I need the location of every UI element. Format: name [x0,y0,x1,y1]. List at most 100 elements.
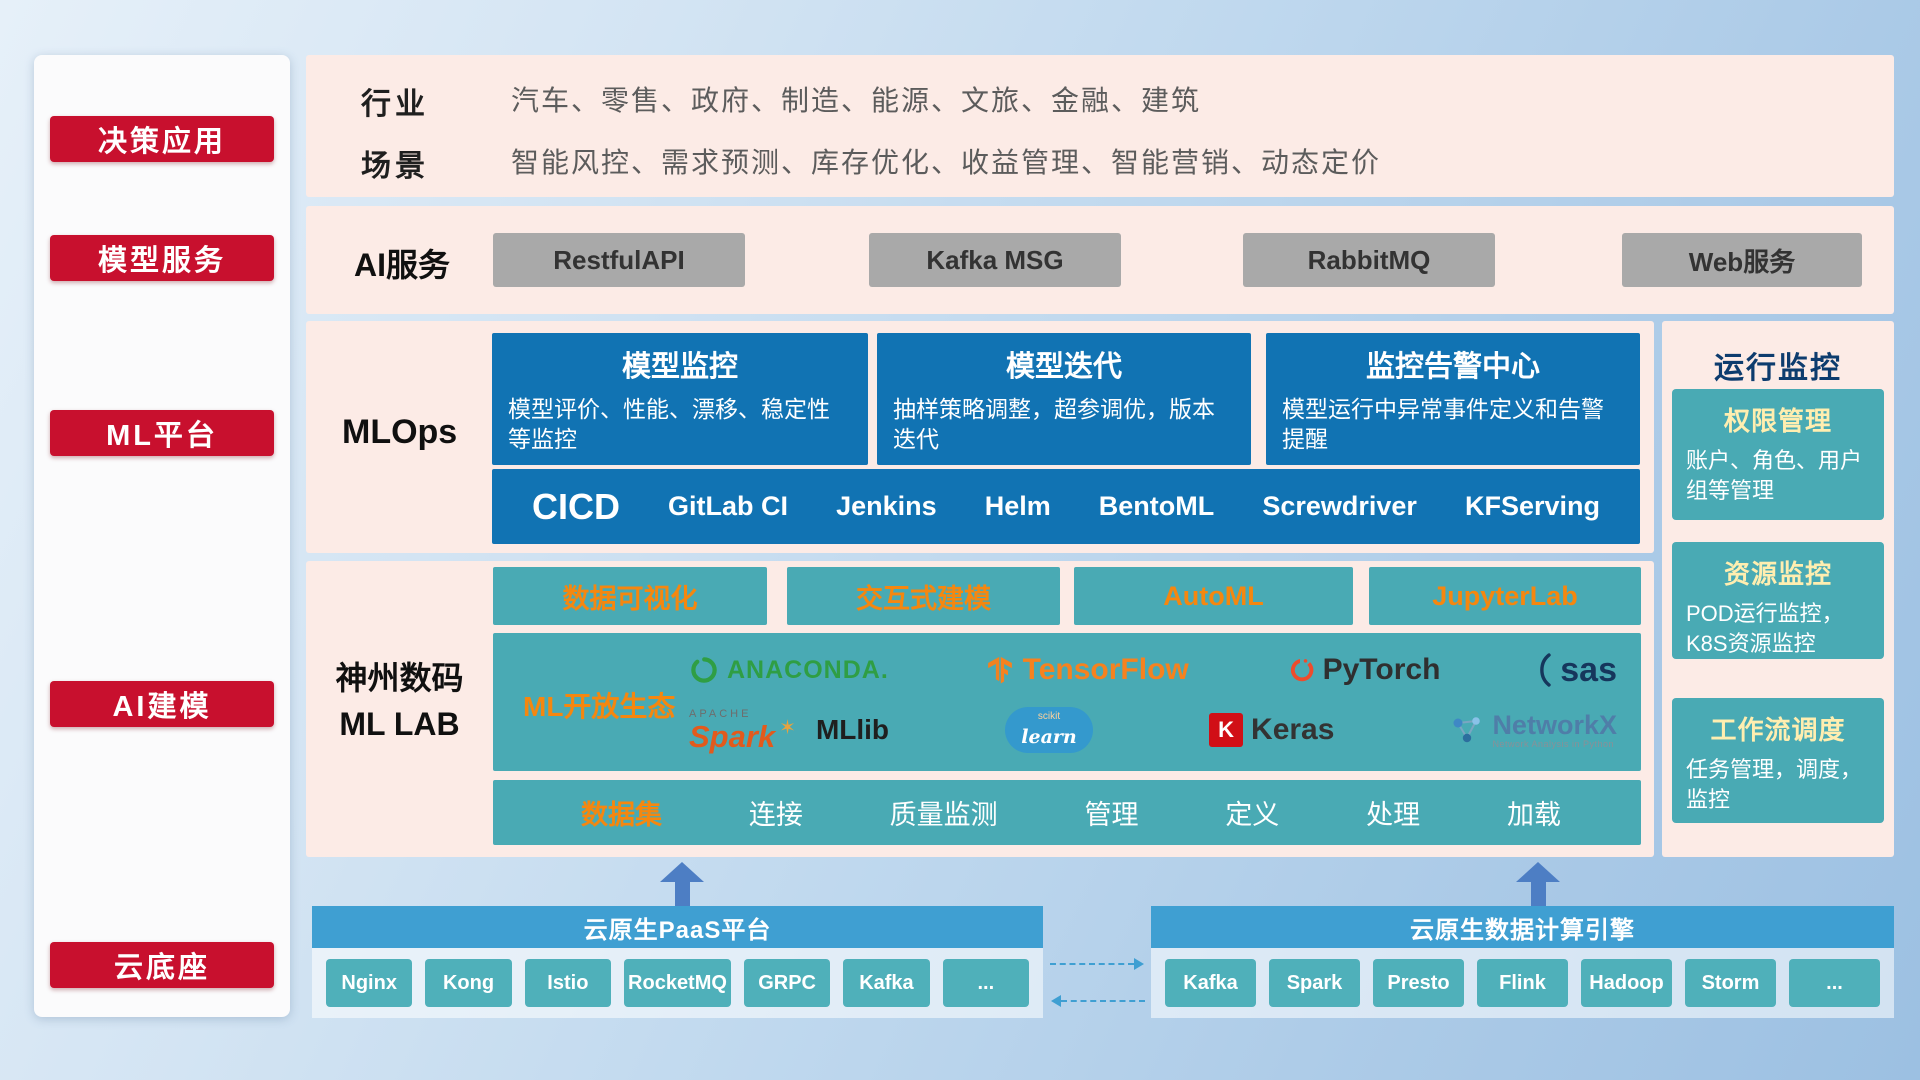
scene-label: 场景 [361,150,429,183]
resource-monitoring-card[interactable]: 资源监控 POD运行监控，K8S资源监控 [1672,542,1884,659]
screwdriver-item[interactable]: Screwdriver [1262,491,1417,521]
dataset-toolbar: 数据集 连接 质量监测 管理 定义 处理 加载 [493,780,1641,845]
dataset-label: 数据集 [581,800,662,830]
sas-icon [1540,653,1551,687]
permission-mgmt-card[interactable]: 权限管理 账户、角色、用户组等管理 [1672,389,1884,520]
helm-item[interactable]: Helm [984,491,1051,521]
dataset-load[interactable]: 加载 [1506,800,1561,830]
sidebar-item-ml-platform[interactable]: ML平台 [50,410,274,456]
paas-platform-group: 云原生PaaS平台 Nginx Kong Istio RocketMQ GRPC… [312,906,1043,1018]
networkx-icon [1453,717,1481,743]
data-engine-group: 云原生数据计算引擎 Kafka Spark Presto Flink Hadoo… [1151,906,1894,1018]
sidebar-item-ai-modeling[interactable]: AI建模 [50,681,274,727]
model-monitoring-card[interactable]: 模型监控 模型评价、性能、漂移、稳定性等监控 [492,333,868,465]
rocketmq-button[interactable]: RocketMQ [624,959,731,1007]
dataset-define[interactable]: 定义 [1225,800,1280,830]
jenkins-item[interactable]: Jenkins [836,491,937,521]
up-arrow-right [1516,862,1560,906]
data-visualization-button[interactable]: 数据可视化 [493,567,767,625]
automl-button[interactable]: AutoML [1074,567,1353,625]
gitlab-ci-item[interactable]: GitLab CI [668,491,789,521]
industry-scene-panel: 行业 汽车、零售、政府、制造、能源、文旅、金融、建筑 场景 智能风控、需求预测、… [306,55,1894,197]
dataset-quality[interactable]: 质量监测 [889,800,998,830]
presto-button[interactable]: Presto [1373,959,1464,1007]
arrow-stem [1530,882,1546,906]
web-service-button[interactable]: Web服务 [1622,233,1862,287]
arrowhead-left-icon [1051,995,1061,1007]
arrow-stem [674,882,690,906]
card-desc: 模型评价、性能、漂移、稳定性等监控 [508,396,830,453]
card-desc: 抽样策略调整，超参调优，版本迭代 [893,396,1215,453]
nginx-button[interactable]: Nginx [326,959,413,1007]
kfserving-item[interactable]: KFServing [1464,491,1600,521]
workflow-scheduling-card[interactable]: 工作流调度 任务管理，调度，监控 [1672,698,1884,823]
anaconda-logo: ANACONDA. [689,655,889,685]
sidebar-item-decision-apps[interactable]: 决策应用 [50,116,274,162]
dataset-process[interactable]: 处理 [1366,800,1421,830]
ecosystem-logos: ANACONDA. TensorFlow PyTorch sas [689,633,1617,771]
up-arrow-left [660,862,704,906]
ai-service-panel: AI服务 RestfulAPI Kafka MSG RabbitMQ Web服务 [306,206,1894,314]
kafka-engine-button[interactable]: Kafka [1165,959,1256,1007]
jupyterlab-button[interactable]: JupyterLab [1369,567,1641,625]
ecosystem-label: ML开放生态 [523,691,676,722]
tensorflow-logo: TensorFlow [985,653,1189,687]
dataset-manage[interactable]: 管理 [1084,800,1139,830]
kafka-button[interactable]: Kafka [843,959,930,1007]
card-title: 权限管理 [1723,406,1832,436]
dataset-connect[interactable]: 连接 [748,800,803,830]
dashed-line [1050,963,1134,965]
paas-button-strip: Nginx Kong Istio RocketMQ GRPC Kafka ... [312,948,1043,1018]
kafka-msg-button[interactable]: Kafka MSG [869,233,1121,287]
spark-mllib-logo: APACHE Spark ✶ MLlib [689,707,890,754]
storm-button[interactable]: Storm [1685,959,1776,1007]
data-engine-header: 云原生数据计算引擎 [1151,906,1894,948]
dashed-line [1061,1000,1145,1002]
interactive-modeling-button[interactable]: 交互式建模 [787,567,1060,625]
arrow-head [1516,862,1560,882]
mlops-label: MLOps [342,413,458,451]
spark-button[interactable]: Spark [1269,959,1360,1007]
engine-button-strip: Kafka Spark Presto Flink Hadoop Storm ..… [1151,948,1894,1018]
flink-button[interactable]: Flink [1477,959,1568,1007]
card-desc: 模型运行中异常事件定义和告警提醒 [1282,396,1604,453]
sidebar-item-cloud-base[interactable]: 云底座 [50,942,274,988]
scene-list: 智能风控、需求预测、库存优化、收益管理、智能营销、动态定价 [511,147,1382,178]
card-desc: 任务管理，调度，监控 [1686,757,1863,812]
ai-service-label: AI服务 [354,247,451,283]
grpc-button[interactable]: GRPC [743,959,831,1007]
model-iteration-card[interactable]: 模型迭代 抽样策略调整，超参调优，版本迭代 [877,333,1251,465]
mlops-panel: MLOps 模型监控 模型评价、性能、漂移、稳定性等监控 模型迭代 抽样策略调整… [306,321,1654,553]
scikit-learn-logo: scikit learn [1005,707,1094,754]
ml-lab-label-line1: 神州数码 [335,660,464,696]
more-button[interactable]: ... [942,959,1029,1007]
run-monitoring-title: 运行监控 [1714,352,1842,385]
ml-lab-label-line2: ML LAB [339,706,460,743]
ml-lab-label: 神州数码 ML LAB [306,655,493,748]
industry-label: 行业 [361,88,429,121]
layer-sidebar: 决策应用 模型服务 ML平台 AI建模 云底座 [34,55,290,1017]
card-title: 模型监控 [621,351,738,383]
restfulapi-button[interactable]: RestfulAPI [493,233,745,287]
sas-logo: sas [1536,651,1617,690]
rabbitmq-button[interactable]: RabbitMQ [1243,233,1495,287]
logo-row-1: ANACONDA. TensorFlow PyTorch sas [689,651,1617,690]
sidebar-item-model-service[interactable]: 模型服务 [50,235,274,281]
tensorflow-icon [987,657,1012,684]
logo-row-2: APACHE Spark ✶ MLlib scikit learn K [689,707,1617,754]
arrowhead-right-icon [1134,958,1144,970]
bentoml-item[interactable]: BentoML [1098,491,1215,521]
spark-star-icon: ✶ [779,716,796,739]
hadoop-button[interactable]: Hadoop [1581,959,1672,1007]
card-desc: POD运行监控，K8S资源监控 [1686,601,1844,656]
istio-button[interactable]: Istio [524,959,612,1007]
cicd-toolbar: CICD GitLab CI Jenkins Helm BentoML Scre… [492,469,1640,544]
more-engine-button[interactable]: ... [1789,959,1880,1007]
card-title: 工作流调度 [1710,715,1846,745]
keras-logo: K Keras [1209,713,1334,748]
alert-center-card[interactable]: 监控告警中心 模型运行中异常事件定义和告警提醒 [1266,333,1640,465]
card-title: 资源监控 [1723,559,1832,589]
kong-button[interactable]: Kong [425,959,512,1007]
ml-lab-panel: 神州数码 ML LAB 数据可视化 交互式建模 AutoML JupyterLa… [306,561,1654,857]
